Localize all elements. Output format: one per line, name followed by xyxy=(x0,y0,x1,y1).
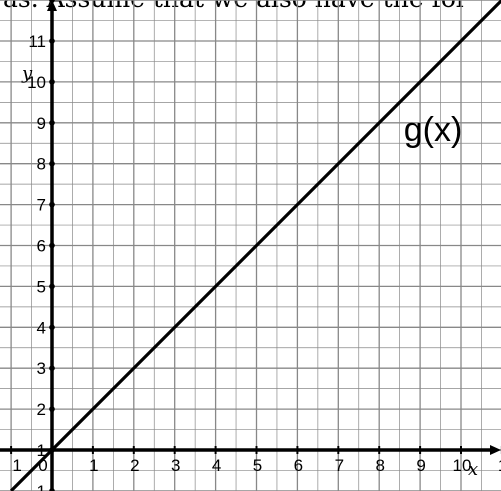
x-tick-label: 6 xyxy=(294,456,303,475)
x-tick-label: 1 xyxy=(89,456,98,475)
y-tick-label: 2 xyxy=(37,400,46,419)
x-tick-label: 7 xyxy=(335,456,344,475)
x-tick-label: 8 xyxy=(375,456,384,475)
y-tick-dot xyxy=(49,406,55,412)
x-tick-label: 5 xyxy=(253,456,262,475)
x-axis-label: x xyxy=(468,459,478,480)
x-tick-label: 1 xyxy=(12,456,21,475)
y-tick-dot xyxy=(49,242,55,249)
x-tick-label: 1 xyxy=(498,456,501,475)
x-axis-arrow xyxy=(490,445,501,455)
x-tick-label: 4 xyxy=(212,456,221,475)
y-tick-label: 5 xyxy=(37,277,46,296)
y-tick-dot xyxy=(49,160,55,167)
y-tick-label: 11 xyxy=(28,32,46,51)
y-tick-dot xyxy=(49,201,55,208)
cut-off-text-line: as. Assume that we also have the fol xyxy=(3,0,464,13)
y-tick-dot xyxy=(49,0,55,3)
y-tick-dot xyxy=(49,365,55,372)
y-tick-label: 3 xyxy=(37,359,46,378)
y-axis-arrow xyxy=(47,0,57,11)
y-tick-label: 4 xyxy=(37,318,46,337)
y-tick-label: 8 xyxy=(37,155,46,174)
series-label: g(x) xyxy=(404,111,463,149)
x-tick-label: 2 xyxy=(130,456,139,475)
x-tick-label: 3 xyxy=(171,456,180,475)
y-tick-dot xyxy=(49,283,55,290)
y-tick-label: 9 xyxy=(37,114,46,133)
x-tick-label: 10 xyxy=(453,456,472,475)
y-tick-dot xyxy=(49,324,55,331)
x-tick-label: 9 xyxy=(416,456,425,475)
x-tick-label: 0 xyxy=(38,456,47,475)
y-axis-label: y xyxy=(21,63,33,84)
y-tick-label: 10 xyxy=(27,73,46,92)
series-line xyxy=(9,0,501,491)
y-tick-label: 1 xyxy=(37,441,46,460)
y-tick-label: 1 xyxy=(37,482,46,491)
y-tick-dot xyxy=(49,79,55,85)
y-tick-dot xyxy=(49,38,55,44)
y-tick-label: 6 xyxy=(37,237,46,256)
y-tick-label: 7 xyxy=(37,196,46,215)
y-tick-dot xyxy=(49,488,55,491)
y-tick-dot xyxy=(49,120,55,126)
